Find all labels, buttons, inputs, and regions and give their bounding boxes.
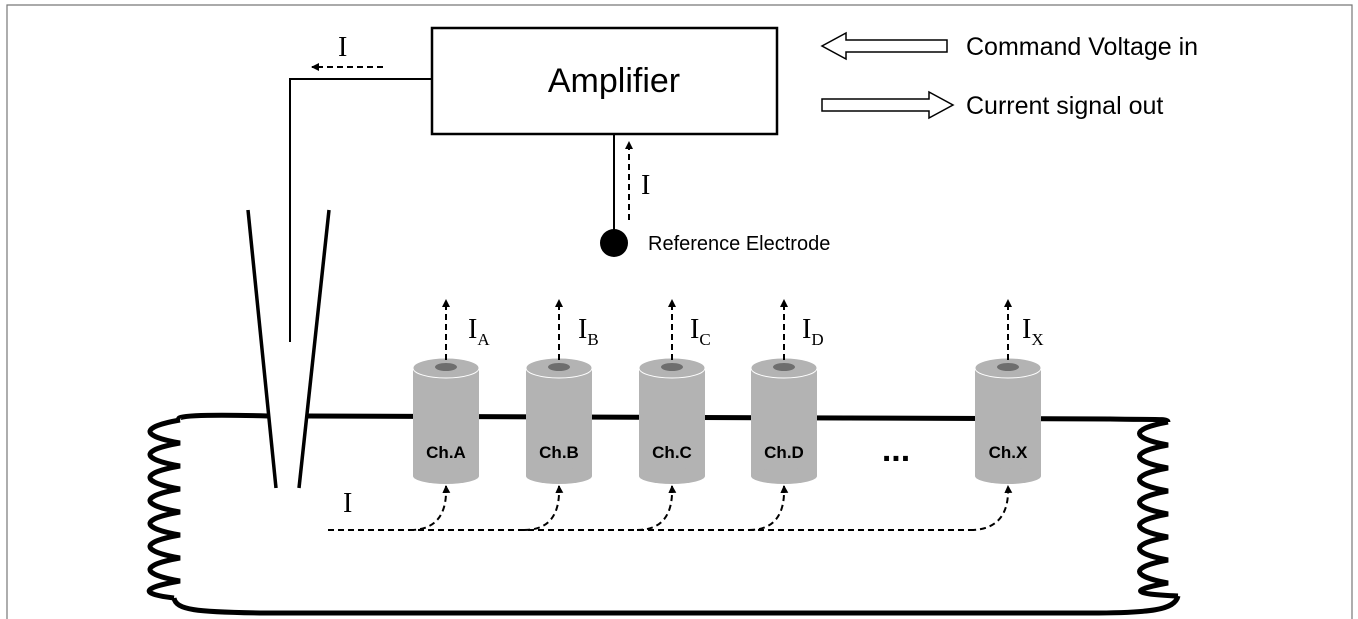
channel-current-label-x: IX bbox=[1022, 314, 1044, 349]
pipette-left-wall bbox=[246, 209, 278, 489]
channel-body bbox=[975, 368, 1041, 476]
channel-bottom bbox=[413, 468, 479, 484]
current-label-reference: I bbox=[641, 170, 650, 201]
current-out-label: Current signal out bbox=[966, 92, 1163, 120]
channel-bottom bbox=[975, 468, 1041, 484]
membrane-right-coil bbox=[1137, 419, 1179, 599]
reference-electrode-icon bbox=[600, 229, 628, 257]
channel-label: Ch.B bbox=[539, 443, 579, 462]
membrane-bottom bbox=[171, 595, 1181, 616]
channel-current-label-b: IB bbox=[578, 314, 599, 349]
channel-body bbox=[751, 368, 817, 476]
channel-current-label-d: ID bbox=[802, 314, 824, 349]
figure-frame bbox=[6, 4, 1353, 619]
channel-pore bbox=[773, 363, 795, 371]
pipette-right-wall bbox=[297, 209, 331, 489]
channel-body bbox=[639, 368, 705, 476]
channel-d: Ch.D bbox=[750, 357, 818, 484]
channel-pore bbox=[661, 363, 683, 371]
pipette-wire bbox=[289, 78, 432, 342]
membrane-left-coil bbox=[146, 417, 181, 601]
channel-label: Ch.C bbox=[652, 443, 692, 462]
channel-body bbox=[526, 368, 592, 476]
branch-current-arrow bbox=[748, 485, 789, 531]
channel-pore bbox=[435, 363, 457, 371]
current-label-intracellular: I bbox=[343, 488, 352, 519]
channel-current-label-a: IA bbox=[468, 314, 490, 349]
channel-label: Ch.X bbox=[989, 443, 1028, 462]
channel-a: Ch.A bbox=[412, 357, 480, 484]
amplifier-box bbox=[430, 26, 779, 136]
channel-x: Ch.X bbox=[974, 357, 1042, 484]
channel-pore bbox=[997, 363, 1019, 371]
channel-pore bbox=[548, 363, 570, 371]
channel-c: Ch.C bbox=[638, 357, 706, 484]
branch-current-arrow bbox=[636, 485, 677, 531]
channel-label: Ch.D bbox=[764, 443, 804, 462]
channel-ellipsis: ... bbox=[882, 431, 910, 469]
command-in-label: Command Voltage in bbox=[966, 33, 1198, 61]
current-label-top: I bbox=[338, 32, 347, 63]
command-in-arrow-icon bbox=[820, 31, 948, 61]
channel-body bbox=[413, 368, 479, 476]
branch-current-arrow bbox=[523, 485, 564, 531]
amplifier-label: Amplifier bbox=[548, 62, 680, 100]
branch-current-arrow bbox=[969, 485, 1013, 531]
reference-electrode-label: Reference Electrode bbox=[648, 233, 830, 255]
channel-bottom bbox=[526, 468, 592, 484]
channel-b: Ch.B bbox=[525, 357, 593, 484]
current-out-arrow-icon bbox=[821, 90, 955, 120]
branch-current-arrow bbox=[409, 485, 451, 531]
channel-label: Ch.A bbox=[426, 443, 466, 462]
channel-bottom bbox=[639, 468, 705, 484]
channel-current-label-c: IC bbox=[690, 314, 711, 349]
channel-bottom bbox=[751, 468, 817, 484]
